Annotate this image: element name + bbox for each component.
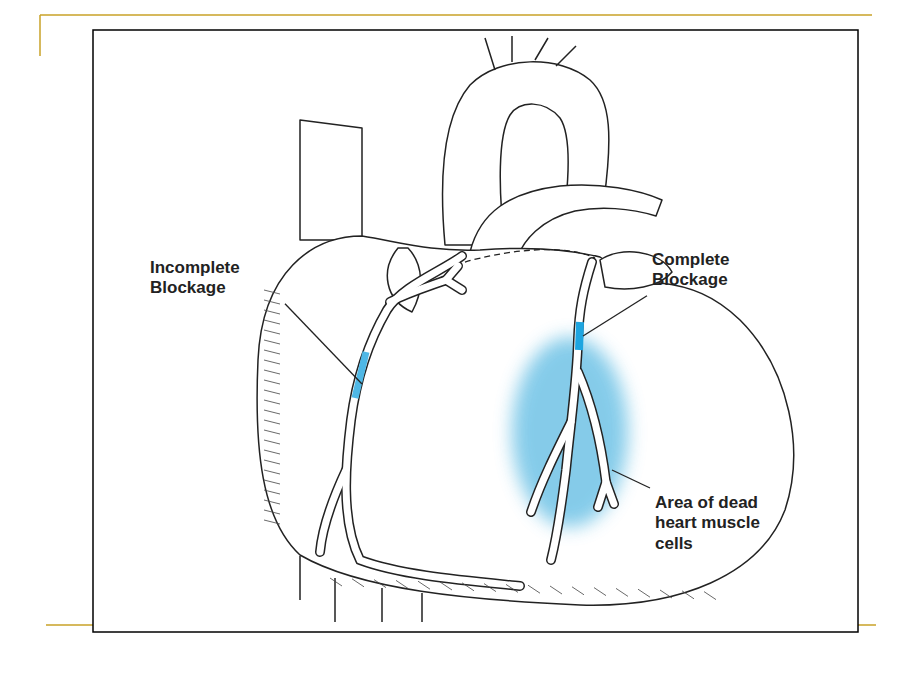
shading-hatch: [264, 290, 716, 600]
leader-line: [285, 304, 362, 384]
hatch-stroke: [264, 410, 280, 414]
hatch-stroke: [550, 586, 562, 594]
hatch-stroke: [660, 590, 672, 598]
heart-outline: [257, 36, 794, 622]
hatch-stroke: [594, 588, 606, 596]
hatch-stroke: [264, 500, 280, 504]
hatch-stroke: [528, 585, 540, 593]
leader-line: [612, 470, 650, 488]
part-label: Incomplete Blockage: [150, 258, 280, 299]
hatch-stroke: [264, 300, 280, 304]
hatch-stroke: [264, 450, 280, 454]
hatch-stroke: [330, 578, 342, 586]
hatch-stroke: [264, 330, 280, 334]
hatch-stroke: [264, 420, 280, 424]
hatch-stroke: [638, 589, 650, 597]
hatch-stroke: [440, 582, 452, 590]
hatch-stroke: [264, 460, 280, 464]
hatch-stroke: [462, 583, 474, 591]
hatch-stroke: [352, 579, 364, 587]
hatch-stroke: [264, 440, 280, 444]
hatch-stroke: [264, 370, 280, 374]
part-label: Area of dead heart muscle cells: [655, 493, 777, 554]
hatch-stroke: [264, 470, 280, 474]
hatch-stroke: [704, 592, 716, 600]
hatch-stroke: [264, 400, 280, 404]
complete-blockage-mark: [579, 322, 580, 350]
hatch-stroke: [264, 490, 280, 494]
hatch-stroke: [616, 588, 628, 596]
hatch-stroke: [264, 380, 280, 384]
picture-frame: [93, 30, 858, 632]
hatch-stroke: [264, 390, 280, 394]
hatch-stroke: [264, 350, 280, 354]
hatch-stroke: [682, 591, 694, 599]
hatch-stroke: [572, 587, 584, 595]
hatch-stroke: [418, 581, 430, 589]
hatch-stroke: [264, 320, 280, 324]
incomplete-blockage-mark: [355, 352, 366, 398]
hatch-stroke: [374, 580, 386, 588]
hatch-stroke: [264, 310, 280, 314]
hidden-artery: [465, 250, 595, 262]
coronary-artery: [320, 256, 614, 586]
hatch-stroke: [264, 290, 280, 294]
leader-line: [583, 296, 647, 336]
hatch-stroke: [506, 584, 518, 592]
hatch-stroke: [264, 360, 280, 364]
hatch-stroke: [484, 584, 496, 592]
hatch-stroke: [264, 430, 280, 434]
hatch-stroke: [264, 520, 280, 524]
hatch-stroke: [396, 580, 408, 588]
hatch-stroke: [264, 480, 280, 484]
part-label: Complete Blockage: [652, 250, 782, 291]
hatch-stroke: [264, 340, 280, 344]
hatch-stroke: [264, 510, 280, 514]
